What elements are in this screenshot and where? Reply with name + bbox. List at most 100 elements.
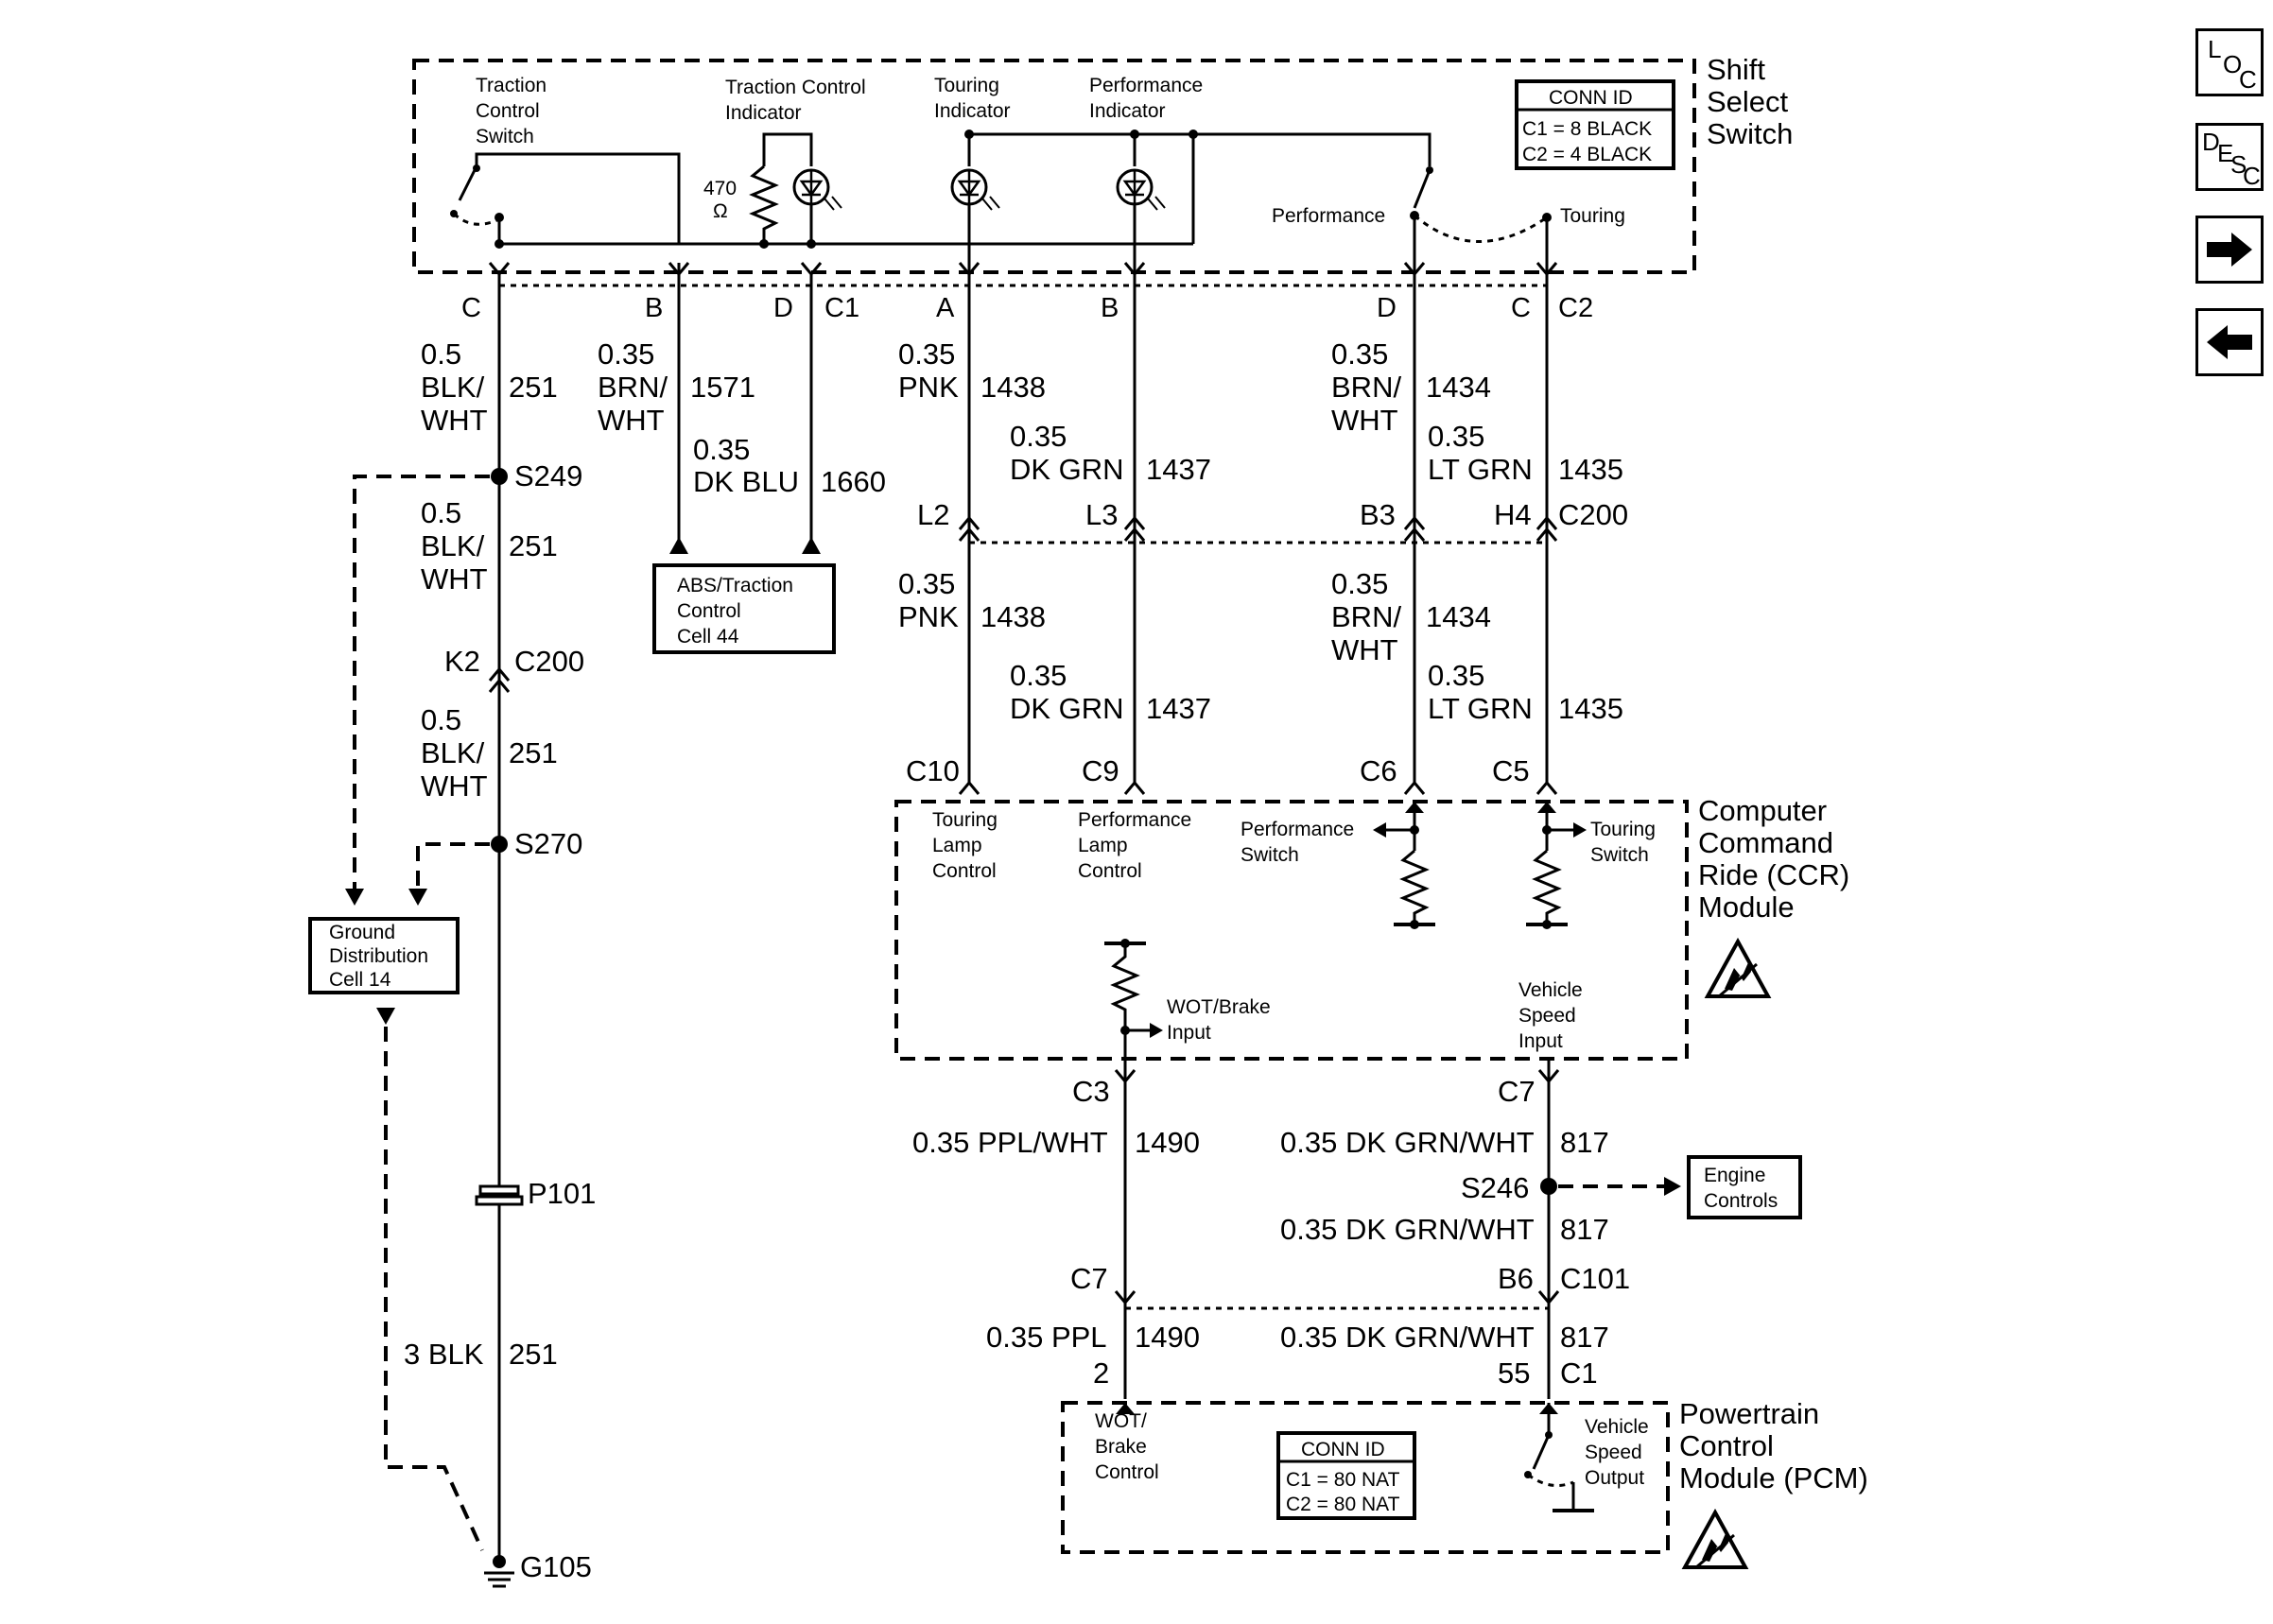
wire-1438-label-b: 0.35 PNK 1438 — [898, 567, 1046, 633]
esd-sensitive-icon-pcm — [1683, 1511, 1747, 1569]
ccr-pins: C10 C9 C6 C5 — [906, 754, 1558, 795]
location-button[interactable]: L O C — [2195, 28, 2264, 96]
connector-c200-label-left: C200 — [514, 645, 584, 678]
svg-text:0.35: 0.35 — [1331, 337, 1388, 371]
svg-text:817: 817 — [1560, 1213, 1609, 1246]
vehicle-speed-output-2: Speed — [1585, 1442, 1642, 1463]
pin-c6: C6 — [1360, 754, 1397, 787]
svg-text:0.35: 0.35 — [1010, 420, 1067, 453]
connector-c200-middle: L2 L3 B3 H4 C200 — [917, 498, 1628, 544]
svg-text:C2 = 80 NAT: C2 = 80 NAT — [1286, 1494, 1400, 1515]
wire-251-label-a: 0.5 BLK/ WHT 251 — [421, 337, 558, 437]
description-button[interactable]: D E S C — [2195, 123, 2264, 191]
wiring-diagram: Shift Select Switch Traction Control Swi… — [308, 53, 1868, 1588]
svg-text:Powertrain: Powertrain — [1679, 1397, 1819, 1430]
conn-id-header: CONN ID — [1549, 87, 1633, 109]
touring-indicator-label-2: Indicator — [934, 100, 1011, 122]
performance-lamp-control-2: Lamp — [1078, 835, 1128, 856]
svg-text:251: 251 — [509, 1338, 558, 1371]
svg-text:1435: 1435 — [1558, 453, 1623, 486]
abs-traction-control-box: ABS/Traction Control Cell 44 — [652, 563, 836, 654]
inline-connector-p101 — [475, 1184, 524, 1206]
pcm-module: Powertrain Control Module (PCM) WOT/ Bra… — [1061, 1397, 1868, 1569]
vehicle-speed-output-1: Vehicle — [1585, 1416, 1649, 1438]
svg-text:WHT: WHT — [421, 769, 488, 803]
pin-l3: L3 — [1085, 498, 1118, 531]
svg-text:1438: 1438 — [980, 371, 1046, 404]
svg-text:0.35: 0.35 — [1428, 420, 1484, 453]
pin-b3: B3 — [1360, 498, 1396, 531]
resistor-value: 470 — [703, 178, 737, 199]
splice-s246-label: S246 — [1461, 1171, 1529, 1204]
pcm-pin-55: 55 — [1498, 1356, 1530, 1390]
pin-a: A — [936, 293, 955, 323]
wire-1434-label-b: 0.35 BRN/ WHT 1434 — [1331, 567, 1491, 666]
svg-text:Ride (CCR): Ride (CCR) — [1698, 858, 1849, 891]
conn-id-box-c1-c2: CONN ID C1 = 8 BLACK C2 = 4 BLACK — [1515, 79, 1675, 170]
svg-text:ABS/Traction: ABS/Traction — [677, 575, 793, 596]
splice-s246 — [1540, 1178, 1557, 1195]
wot-brake-control-3: Control — [1095, 1461, 1159, 1483]
svg-text:Command: Command — [1698, 826, 1833, 859]
traction-switch-label-1: Traction — [476, 75, 547, 96]
svg-text:WHT: WHT — [1331, 633, 1398, 666]
ground-distribution-box: Ground Distribution Cell 14 — [308, 917, 460, 994]
svg-text:C1 = 80 NAT: C1 = 80 NAT — [1286, 1469, 1400, 1491]
svg-text:CONN ID: CONN ID — [1301, 1439, 1385, 1460]
svg-text:BRN/: BRN/ — [598, 371, 668, 404]
svg-text:0.35 PPL/WHT: 0.35 PPL/WHT — [912, 1126, 1108, 1159]
svg-text:WHT: WHT — [1331, 404, 1398, 437]
conn-id-c1: C1 = 8 BLACK — [1522, 118, 1652, 140]
wire-1435-label-b: 0.35 LT GRN 1435 — [1428, 659, 1623, 725]
pin-c10: C10 — [906, 754, 960, 787]
connector-c101-label: C101 — [1560, 1262, 1630, 1295]
pin-b6: B6 — [1498, 1262, 1534, 1295]
wire-817-label-a: 0.35 DK GRN/WHT 817 — [1280, 1126, 1609, 1159]
svg-text:Control: Control — [1679, 1429, 1774, 1462]
engine-controls-box: Engine Controls — [1687, 1155, 1802, 1219]
pcm-conn-id-box: CONN ID C1 = 80 NAT C2 = 80 NAT — [1276, 1431, 1416, 1520]
svg-text:PNK: PNK — [898, 600, 959, 633]
left-arrow-icon — [2198, 311, 2261, 373]
svg-text:1437: 1437 — [1146, 453, 1211, 486]
traction-switch-label-2: Control — [476, 100, 540, 122]
svg-text:0.35 DK GRN/WHT: 0.35 DK GRN/WHT — [1280, 1126, 1535, 1159]
svg-text:0.35 DK GRN/WHT: 0.35 DK GRN/WHT — [1280, 1321, 1535, 1354]
performance-lamp-control-3: Control — [1078, 860, 1142, 882]
conn-id-c2: C2 = 4 BLACK — [1522, 144, 1652, 165]
previous-page-button[interactable] — [2195, 308, 2264, 376]
touring-lamp-control-3: Control — [932, 860, 997, 882]
touring-switch-input-1: Touring — [1590, 819, 1656, 840]
vehicle-speed-input-3: Input — [1518, 1030, 1563, 1052]
desc-letter-s: S — [2230, 150, 2247, 179]
connector-c200-label: C200 — [1558, 498, 1628, 531]
pin-c7-c101: C7 — [1070, 1262, 1108, 1295]
pin-h4: H4 — [1494, 498, 1532, 531]
svg-text:251: 251 — [509, 371, 558, 404]
traction-indicator-label-2: Indicator — [725, 102, 802, 124]
wire-251-label-b: 0.5 BLK/ WHT 251 — [421, 496, 558, 596]
svg-text:1438: 1438 — [980, 600, 1046, 633]
wire-1434-label-a: 0.35 BRN/ WHT 1434 — [1331, 337, 1491, 437]
pin-c9: C9 — [1082, 754, 1119, 787]
pcm-pin-2: 2 — [1093, 1356, 1109, 1390]
svg-text:Computer: Computer — [1698, 794, 1827, 827]
svg-text:817: 817 — [1560, 1321, 1609, 1354]
pin-c7-ccr: C7 — [1498, 1075, 1536, 1108]
pin-b2: B — [1101, 293, 1119, 323]
svg-text:817: 817 — [1560, 1126, 1609, 1159]
next-page-button[interactable] — [2195, 216, 2264, 284]
vehicle-speed-input-2: Speed — [1518, 1005, 1576, 1027]
svg-text:251: 251 — [509, 529, 558, 562]
svg-text:Control: Control — [677, 600, 741, 622]
wire-1660-label: 0.35 DK BLU 1660 — [693, 433, 886, 498]
desc-letter-c: C — [2243, 162, 2261, 190]
ground-g105-icon — [484, 1555, 514, 1588]
svg-text:BLK/: BLK/ — [421, 736, 485, 769]
svg-text:PNK: PNK — [898, 371, 959, 404]
right-arrow-icon — [2198, 218, 2261, 281]
svg-text:1490: 1490 — [1135, 1126, 1200, 1159]
shift-select-switch: Shift Select Switch Traction Control Swi… — [412, 53, 1793, 274]
svg-text:DK GRN: DK GRN — [1010, 453, 1124, 486]
splice-s270 — [491, 836, 508, 853]
